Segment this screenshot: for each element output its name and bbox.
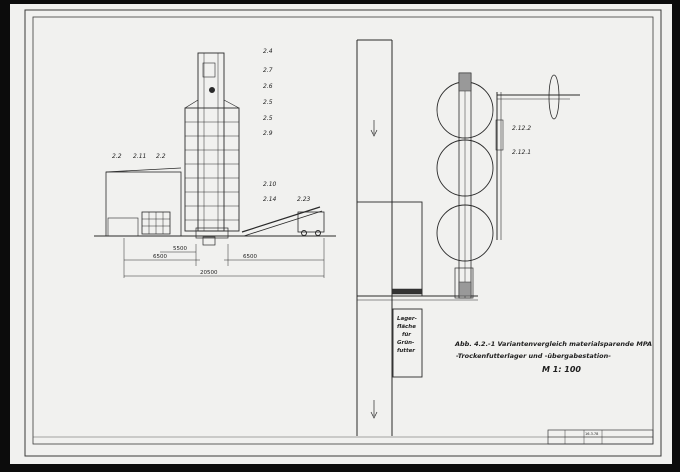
label-wagon: 2.23 — [297, 196, 311, 203]
dim-left: 6500 — [153, 254, 167, 260]
storage-line-5: futter — [397, 348, 415, 354]
inner-frame — [32, 16, 654, 445]
storage-line-1: Lager- — [397, 316, 417, 322]
paper — [10, 4, 672, 464]
label-2-12-1: 2.12.1 — [512, 149, 531, 156]
plan-view — [356, 39, 580, 436]
dim-center: 5500 — [173, 246, 187, 252]
outer-frame — [24, 9, 662, 457]
caption-line-1: Abb. 4.2.-1 Variantenvergleich materials… — [454, 340, 652, 348]
silo-body — [184, 107, 240, 232]
storage-line-3: für — [402, 332, 411, 338]
wagon — [297, 211, 325, 233]
label-level-8: 2.14 — [263, 196, 277, 203]
caption-line-2: -Trockenfutterlager und -übergabestation… — [456, 352, 611, 360]
label-level-7: 2.10 — [263, 181, 277, 188]
elevation-labels: 2.4 2.7 2.6 2.5 2.5 2.9 2.10 2.14 2.23 2… — [112, 48, 311, 276]
title-block — [547, 429, 654, 445]
elevation-view — [94, 52, 336, 278]
label-level-4: 2.5 — [263, 99, 273, 106]
caption-scale: M 1: 100 — [542, 365, 581, 374]
title-block-date: 16.3.78 — [585, 432, 598, 436]
label-level-6: 2.9 — [263, 130, 273, 137]
label-level-5: 2.5 — [263, 115, 273, 122]
dim-total: 20500 — [200, 270, 218, 276]
label-left-1: 2.2 — [112, 153, 122, 160]
label-level-2: 2.7 — [263, 67, 273, 74]
dim-right: 6500 — [243, 254, 257, 260]
label-left-2: 2.11 — [133, 153, 146, 160]
caption: Abb. 4.2.-1 Variantenvergleich materials… — [454, 340, 652, 374]
conveyor — [241, 206, 321, 233]
mixer-paddle — [548, 74, 560, 120]
storage-area — [392, 308, 423, 378]
label-left-3: 2.2 — [156, 153, 166, 160]
shed — [105, 171, 182, 237]
storage-line-4: Grün- — [397, 340, 414, 346]
plan-labels: 2.12.2 2.12.1 Lager- fläche für Grün- fu… — [397, 125, 531, 354]
label-level-3: 2.6 — [263, 83, 273, 90]
storage-line-2: fläche — [397, 324, 416, 330]
label-2-12-2: 2.12.2 — [512, 125, 531, 132]
label-level-1: 2.4 — [263, 48, 273, 55]
